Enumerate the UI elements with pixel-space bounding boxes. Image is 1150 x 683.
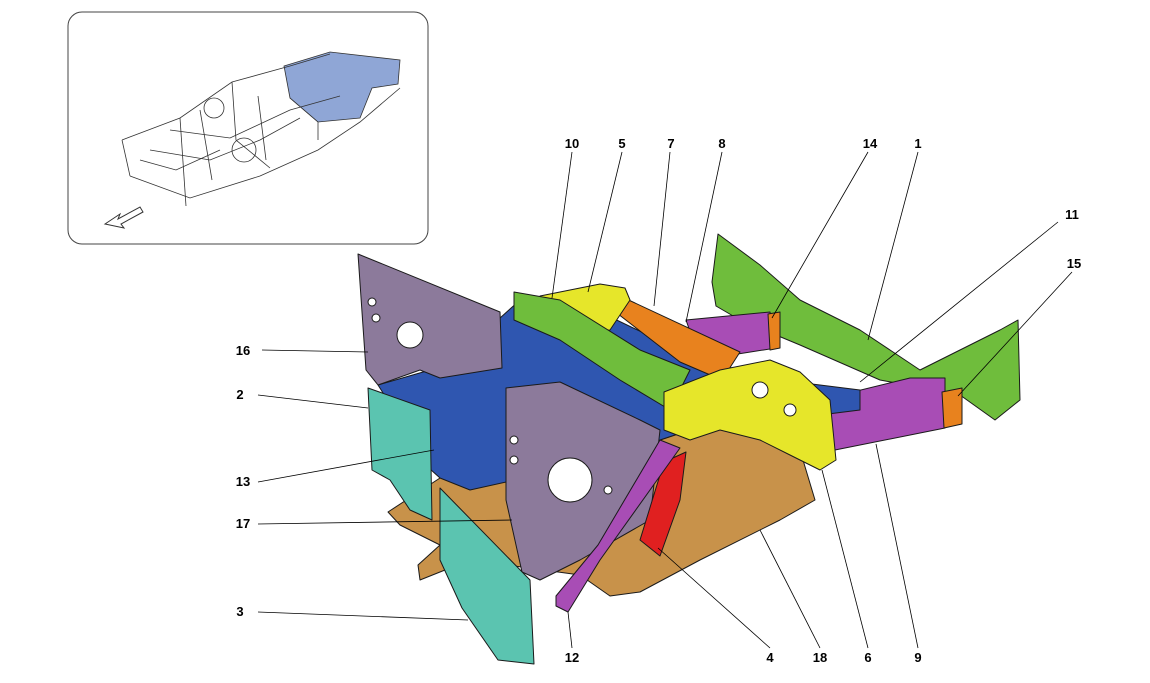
callout-5: 5 <box>618 136 625 151</box>
callout-15: 15 <box>1067 256 1081 271</box>
part-1 <box>711 233 1021 421</box>
callout-12: 12 <box>565 650 579 665</box>
arrow-icon <box>103 206 144 229</box>
callout-14: 14 <box>863 136 878 151</box>
callout-7: 7 <box>667 136 674 151</box>
part-14 <box>767 311 781 351</box>
part-6 <box>663 359 837 471</box>
inset-chassis-sketch <box>121 51 401 207</box>
callout-16: 16 <box>236 343 250 358</box>
part-15 <box>941 387 963 429</box>
callout-3: 3 <box>236 604 243 619</box>
part-12 <box>555 439 681 613</box>
part-4 <box>639 451 687 557</box>
callouts: 10 5 7 8 14 1 11 15 16 2 13 17 3 12 4 18… <box>236 136 1081 665</box>
part-16 <box>357 253 503 386</box>
part-3 <box>439 487 535 665</box>
callout-17: 17 <box>236 516 250 531</box>
callout-4: 4 <box>766 650 774 665</box>
callout-9: 9 <box>914 650 921 665</box>
part-2 <box>367 387 433 521</box>
callout-6: 6 <box>864 650 871 665</box>
callout-10: 10 <box>565 136 579 151</box>
callout-13: 13 <box>236 474 250 489</box>
overview-inset <box>67 11 429 245</box>
callout-11: 11 <box>1065 207 1079 222</box>
callout-8: 8 <box>718 136 725 151</box>
callout-2: 2 <box>236 387 243 402</box>
frame-parts <box>357 233 1021 665</box>
callout-18: 18 <box>813 650 827 665</box>
callout-1: 1 <box>914 136 921 151</box>
